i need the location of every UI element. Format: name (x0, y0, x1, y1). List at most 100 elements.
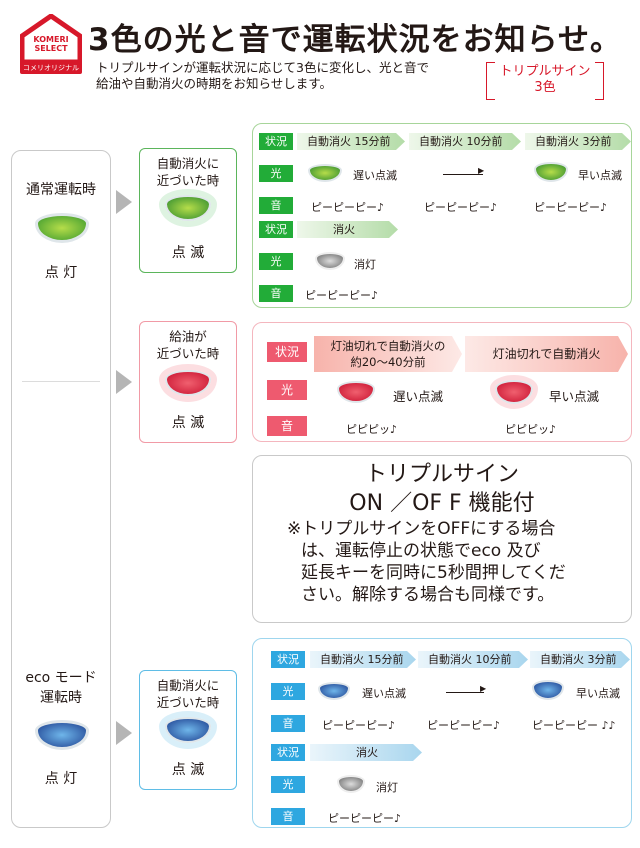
normal-mode-title: 通常運転時 (26, 182, 96, 198)
arrow-right-icon (116, 370, 132, 394)
sound-text: ピーピーピー♪ (534, 201, 608, 214)
status-tag: 状況 (259, 133, 293, 150)
sound-text: ピーピーピー♪ (328, 812, 402, 825)
gray-off-lamp-icon (337, 775, 365, 793)
triple-label-line-2: 3色 (534, 80, 556, 95)
status-tag: 状況 (271, 744, 305, 761)
sound-tag: 音 (259, 285, 293, 302)
blue-blink-lamp-icon (165, 717, 211, 743)
page-subtitle: トリプルサインが運転状況に応じて3色に変化し、光と音で 給油や自動消火の時期をお… (96, 60, 429, 92)
green-blink-card: 自動消火に近づいた時 点 滅 (139, 148, 237, 273)
status-tag: 状況 (271, 651, 305, 668)
fast-blink-text: 早い点滅 (576, 687, 620, 700)
blue-lamp-icon (35, 720, 89, 750)
arrow-line-icon (443, 174, 483, 175)
stage-extinguished: 消火 (310, 744, 422, 761)
stage-10min: 自動消火 10分前 (409, 133, 521, 150)
note-line-2: ON ／OF F 機能付 (349, 491, 535, 516)
stage-extinguished: 消火 (297, 221, 398, 238)
sound-text: ピーピーピー♪ (305, 289, 379, 302)
stage-line-1: 灯油切れで自動消火の (330, 339, 446, 353)
stage-auto-extinguish: 灯油切れで自動消火 (465, 336, 628, 372)
sound-text: ピーピーピー ♪♪ (532, 719, 616, 732)
fast-blink-text: 早い点滅 (549, 389, 600, 404)
sound-tag: 音 (271, 808, 305, 825)
normal-mode-state: 点 灯 (44, 265, 78, 281)
note-line-1: トリプルサイン (364, 462, 519, 487)
card-line-1: 自動消火に (156, 678, 220, 693)
stage-15min: 自動消火 15分前 (310, 651, 416, 668)
red-blink-card: 給油が近づいた時 点 滅 (139, 321, 237, 443)
off-light-text: 消灯 (376, 781, 398, 794)
arrow-line-icon (446, 692, 484, 693)
card-line-2: 近づいた時 (156, 346, 220, 361)
note-line-6: さい。解除する場合も同様です。 (301, 585, 555, 605)
card-line-1: 自動消火に (156, 156, 220, 171)
card-line-2: 近づいた時 (156, 695, 220, 710)
subtitle-line-1: トリプルサインが運転状況に応じて3色に変化し、光と音で (96, 60, 429, 75)
fast-blink-text: 早い点滅 (578, 169, 622, 182)
green-fast-blink-icon (534, 162, 568, 182)
card-line-2: 近づいた時 (156, 173, 220, 188)
logo-text-2: SELECT (34, 44, 68, 53)
sound-text: ピーピーピー♪ (311, 201, 385, 214)
green-status-panel (252, 123, 632, 308)
arrow-right-icon (116, 721, 132, 745)
mode-column (11, 150, 111, 828)
sound-tag: 音 (267, 416, 307, 436)
red-fast-blink-icon (495, 380, 533, 404)
sound-text: ピピピッ♪ (346, 423, 398, 436)
card-line-1: 給油が (169, 329, 207, 344)
light-tag: 光 (259, 253, 293, 270)
card-state: 点 滅 (171, 415, 205, 431)
sound-text: ピーピーピー♪ (322, 719, 396, 732)
arrow-head-icon: ▶ (478, 166, 485, 175)
sound-tag: 音 (271, 715, 305, 732)
stage-20-40min: 灯油切れで自動消火の 約20〜40分前 (314, 336, 462, 372)
light-tag: 光 (267, 380, 307, 400)
eco-mode-title-1: eco モード (25, 670, 97, 686)
light-tag: 光 (271, 776, 305, 793)
sound-text: ピピピッ♪ (505, 423, 557, 436)
status-tag: 状況 (259, 221, 293, 238)
slow-blink-text: 遅い点滅 (353, 169, 397, 182)
triple-sign-note: トリプルサイン ON ／OF F 機能付 ※トリプルサインをOFFにする場合 は… (252, 455, 632, 623)
stage-3min: 自動消火 3分前 (525, 133, 631, 150)
triple-sign-label: トリプルサイン 3色 (486, 62, 604, 100)
green-blink-lamp-icon (165, 195, 211, 221)
sound-text: ピーピーピー♪ (427, 719, 501, 732)
sound-text: ピーピーピー♪ (424, 201, 498, 214)
page-title: 3色の光と音で運転状況をお知らせ。 (88, 22, 622, 58)
note-line-4: は、運転停止の状態でeco 及び (301, 541, 541, 561)
eco-mode-state: 点 灯 (44, 771, 78, 787)
status-tag: 状況 (267, 342, 307, 362)
sound-tag: 音 (259, 197, 293, 214)
eco-mode-title-2: 運転時 (40, 690, 82, 706)
card-state: 点 滅 (171, 762, 205, 778)
blue-status-panel (252, 638, 632, 828)
green-slow-blink-icon (308, 164, 342, 182)
gray-off-lamp-icon (315, 252, 345, 270)
slow-blink-text: 遅い点滅 (393, 389, 444, 404)
card-state: 点 滅 (171, 245, 205, 261)
off-light-text: 消灯 (354, 258, 376, 271)
stage-10min: 自動消火 10分前 (418, 651, 528, 668)
stage-15min: 自動消火 15分前 (297, 133, 405, 150)
slow-blink-text: 遅い点滅 (362, 687, 406, 700)
light-tag: 光 (259, 165, 293, 182)
triple-label-line-1: トリプルサイン (499, 64, 591, 79)
blue-blink-card: 自動消火に近づいた時 点 滅 (139, 670, 237, 790)
blue-fast-blink-icon (532, 680, 564, 700)
green-lamp-icon (35, 213, 89, 243)
blue-slow-blink-icon (318, 682, 350, 700)
red-blink-lamp-icon (165, 370, 211, 396)
arrow-right-icon (116, 190, 132, 214)
logo-text-1: KOMERI (33, 35, 69, 44)
arrow-head-icon: ▶ (480, 684, 487, 693)
red-slow-blink-icon (337, 381, 375, 403)
komeri-original-badge: コメリオリジナル (20, 62, 82, 74)
note-line-5: 延長キーを同時に5秒間押してくだ (301, 563, 566, 583)
subtitle-line-2: 給油や自動消火の時期をお知らせします。 (96, 76, 333, 91)
divider (22, 381, 100, 382)
light-tag: 光 (271, 683, 305, 700)
